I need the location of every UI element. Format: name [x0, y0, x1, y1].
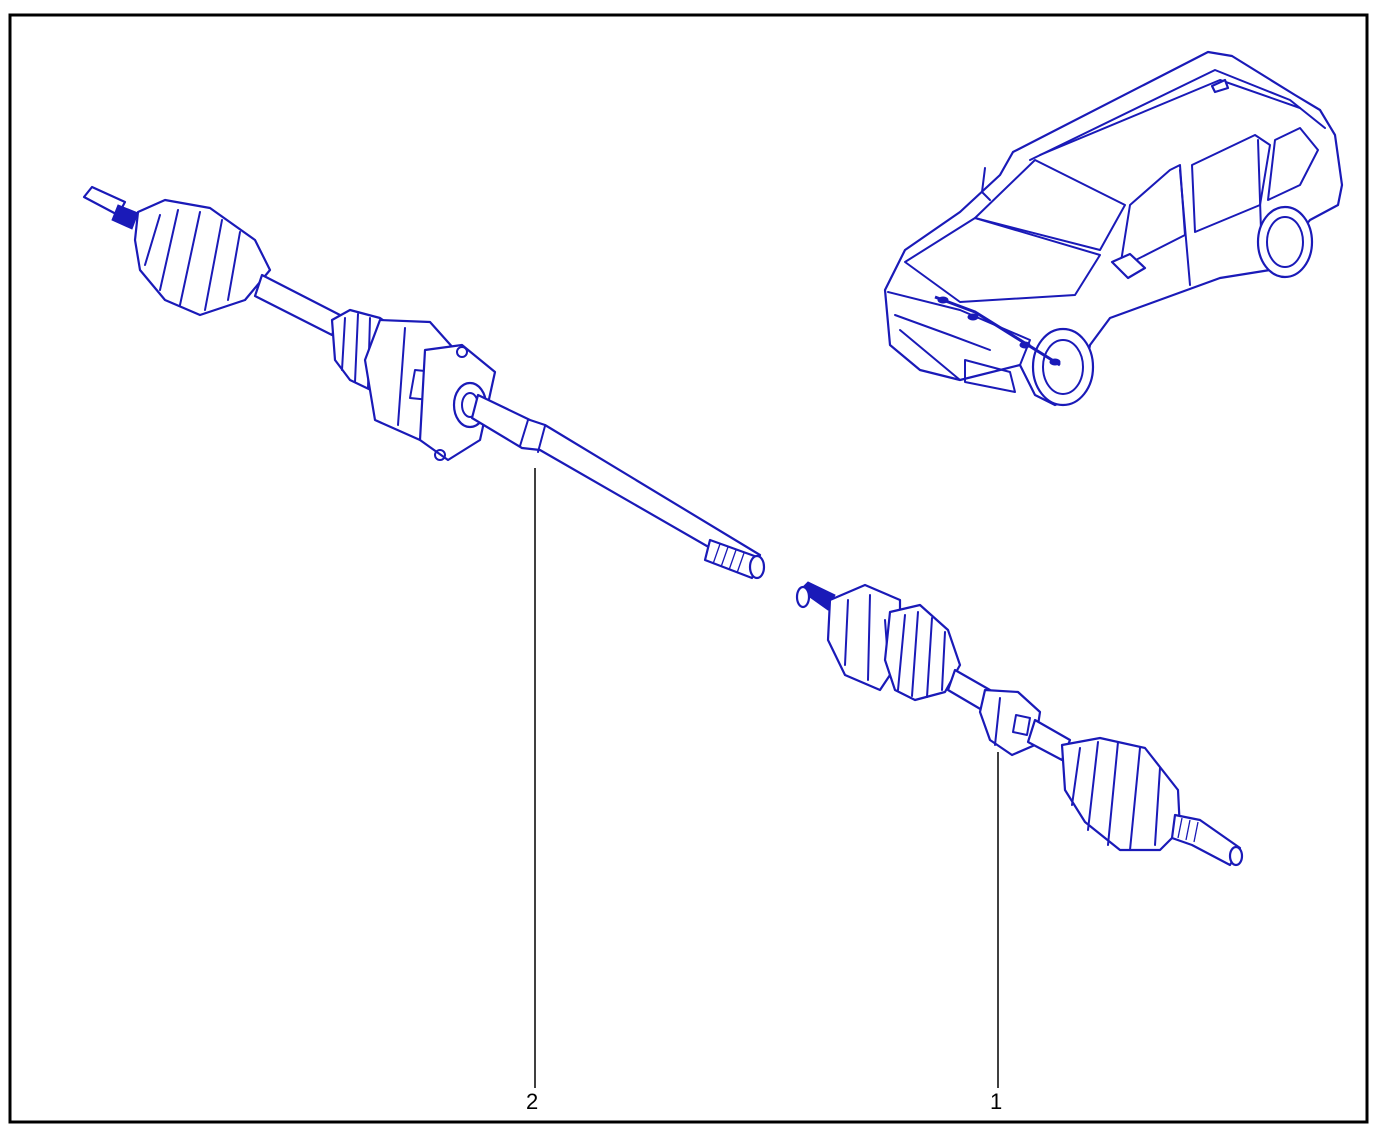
- diagram-border: [8, 13, 1369, 1124]
- driveshaft-part-2: [82, 185, 766, 580]
- callout-number-1: 1: [990, 1089, 1003, 1114]
- callout-number-2: 2: [526, 1089, 539, 1114]
- vehicle-locator-icon: [883, 50, 1344, 407]
- driveshaft-part-1: [795, 581, 1244, 867]
